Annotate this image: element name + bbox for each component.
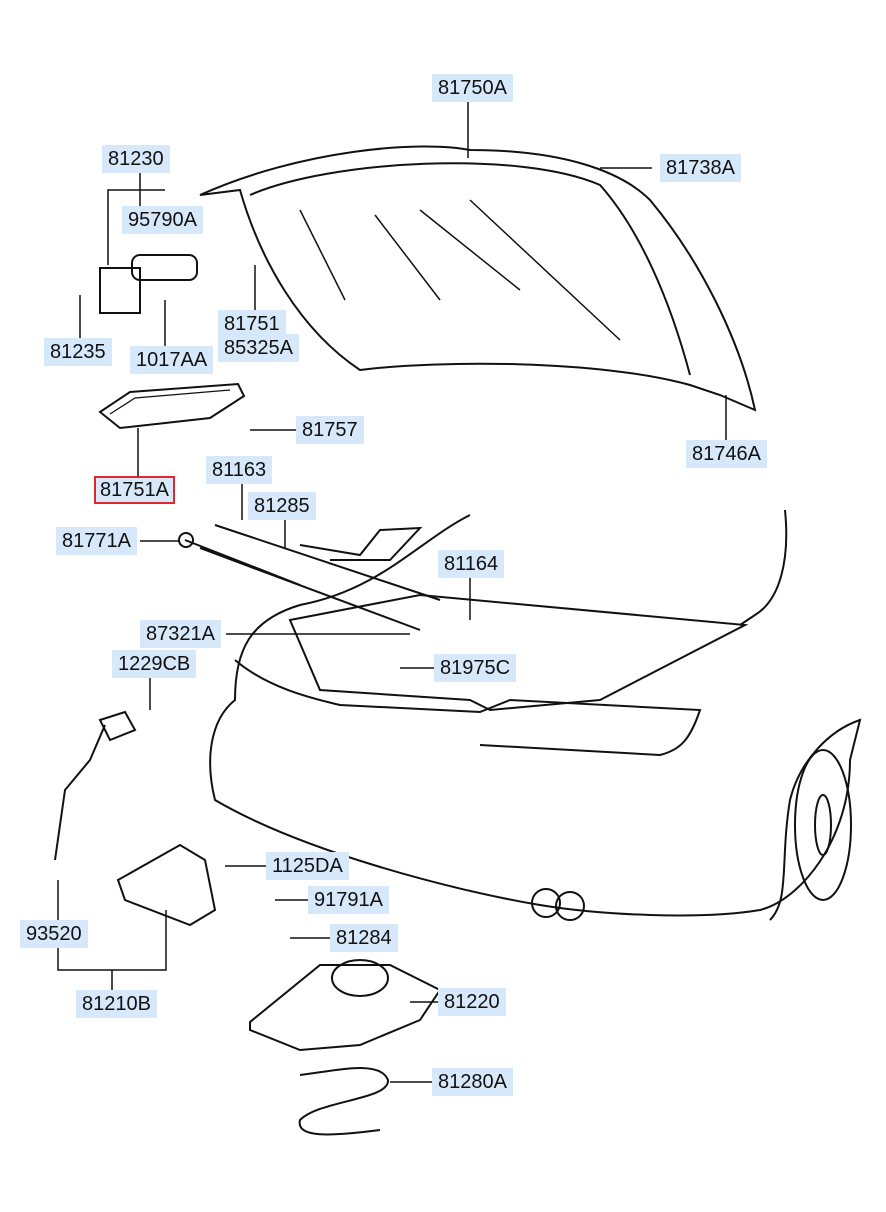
trunk-lid-drawing xyxy=(199,145,757,412)
part-label-81285[interactable]: 81285 xyxy=(248,492,316,520)
lamp-drawing xyxy=(98,382,246,430)
part-label-85325A[interactable]: 85325A xyxy=(218,334,299,362)
part-label-81738A[interactable]: 81738A xyxy=(660,154,741,182)
part-label-81751A-selected[interactable]: 81751A xyxy=(94,476,175,504)
part-label-81280A[interactable]: 81280A xyxy=(432,1068,513,1096)
part-label-81163[interactable]: 81163 xyxy=(206,456,273,484)
strut-drawing xyxy=(184,524,441,631)
part-label-91791A[interactable]: 91791A xyxy=(308,886,389,914)
part-label-95790A[interactable]: 95790A xyxy=(122,206,203,234)
part-label-81235[interactable]: 81235 xyxy=(44,338,112,366)
part-label-81771A[interactable]: 81771A xyxy=(56,527,137,555)
part-label-81164[interactable]: 81164 xyxy=(438,550,505,578)
part-label-81975C[interactable]: 81975C xyxy=(434,654,517,682)
part-label-93520[interactable]: 93520 xyxy=(20,920,88,948)
part-label-81746A[interactable]: 81746A xyxy=(686,440,767,468)
part-label-81284[interactable]: 81284 xyxy=(330,924,398,952)
part-label-81757[interactable]: 81757 xyxy=(296,416,364,444)
part-label-1125DA[interactable]: 1125DA xyxy=(266,852,349,880)
trunk-opening-drawing xyxy=(288,593,749,712)
cable-drawing xyxy=(298,1067,390,1136)
part-label-81750A[interactable]: 81750A xyxy=(432,74,513,102)
part-label-1229CB[interactable]: 1229CB xyxy=(112,650,197,678)
part-label-81220[interactable]: 81220 xyxy=(438,988,506,1016)
actuator-drawing xyxy=(249,964,442,1052)
release-cable-drawing xyxy=(54,710,137,861)
hinge-bracket-drawing xyxy=(116,843,217,927)
part-label-81751[interactable]: 81751 xyxy=(218,310,286,338)
latch-drawing xyxy=(99,267,141,314)
part-label-87321A[interactable]: 87321A xyxy=(140,620,221,648)
part-label-81210B[interactable]: 81210B xyxy=(76,990,157,1018)
part-label-1017AA[interactable]: 1017AA xyxy=(130,346,214,374)
part-label-81230[interactable]: 81230 xyxy=(102,145,170,173)
